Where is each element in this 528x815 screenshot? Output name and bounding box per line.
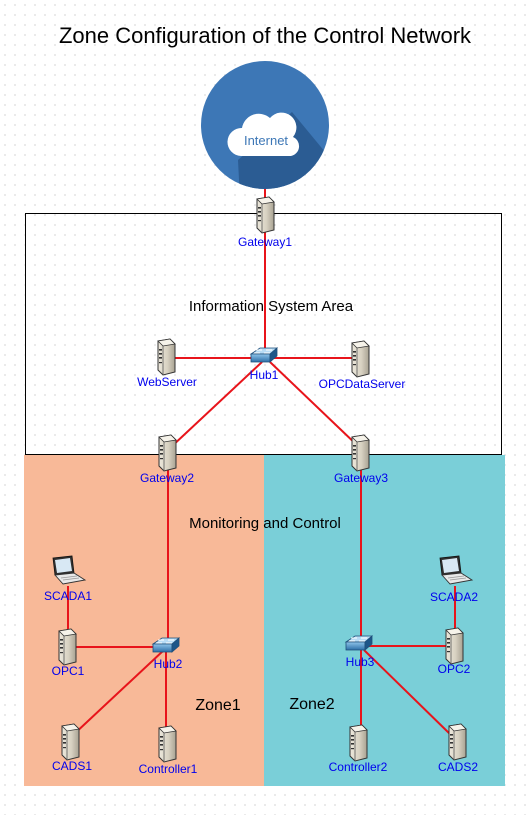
controller1-label: Controller1	[139, 762, 198, 776]
hub3-node[interactable]: Hub3	[345, 635, 375, 669]
server-icon	[58, 628, 77, 666]
links	[67, 186, 456, 737]
cloud-icon	[227, 112, 300, 156]
hub1-node[interactable]: Hub1	[250, 347, 279, 382]
gateway1-label: Gateway1	[238, 235, 292, 249]
zone1-area	[24, 455, 264, 786]
gateway2-node[interactable]: Gateway2	[140, 434, 194, 485]
cads2-node[interactable]: CADS2	[438, 723, 478, 774]
server-icon	[351, 340, 370, 378]
webserver-label: WebServer	[137, 375, 197, 389]
cads1-label: CADS1	[52, 759, 92, 773]
link-hub2-cads1	[71, 649, 165, 737]
hub2-label: Hub2	[154, 657, 183, 671]
server-icon	[158, 434, 177, 472]
opc2-node[interactable]: OPC2	[438, 627, 471, 676]
controller1-node[interactable]: Controller1	[139, 725, 198, 776]
monitoring-and-control-label: Monitoring and Control	[189, 515, 341, 532]
server-icon	[351, 434, 370, 472]
information-system-area-box	[25, 213, 502, 455]
zone1-label: Zone1	[195, 697, 240, 714]
server-icon	[61, 723, 80, 761]
scada1-label: SCADA1	[44, 589, 92, 603]
opc2-label: OPC2	[438, 662, 471, 676]
webserver-node[interactable]: WebServer	[137, 338, 197, 389]
zone2-area	[264, 455, 505, 786]
server-icon	[445, 627, 464, 665]
controller2-node[interactable]: Controller2	[329, 724, 388, 774]
internet-label: Internet	[244, 133, 288, 148]
scada1-node[interactable]: SCADA1	[44, 555, 92, 603]
cads2-label: CADS2	[438, 760, 478, 774]
hub1-label: Hub1	[250, 368, 279, 382]
switch-icon	[250, 347, 278, 363]
zone2-label: Zone2	[289, 696, 334, 713]
gateway3-label: Gateway3	[334, 471, 388, 485]
server-icon	[157, 338, 176, 376]
opcdataserver-label: OPCDataServer	[319, 377, 406, 391]
scada2-label: SCADA2	[430, 590, 478, 604]
server-icon	[158, 725, 177, 763]
cads1-node[interactable]: CADS1	[52, 723, 92, 773]
scada2-node[interactable]: SCADA2	[430, 555, 478, 604]
link-hub1-gateway2	[169, 361, 263, 449]
diagram-title: Zone Configuration of the Control Networ…	[59, 23, 472, 48]
opc1-label: OPC1	[52, 664, 85, 678]
controller2-label: Controller2	[329, 760, 388, 774]
information-system-area-label: Information System Area	[189, 298, 354, 315]
internet-node[interactable]: Internet	[201, 61, 340, 210]
hub2-node[interactable]: Hub2	[152, 637, 183, 671]
opc1-node[interactable]: OPC1	[52, 628, 85, 678]
link-hub3-cads2	[363, 649, 453, 737]
gateway2-label: Gateway2	[140, 471, 194, 485]
gateway1-node[interactable]: Gateway1	[238, 196, 292, 249]
hub3-label: Hub3	[346, 655, 375, 669]
link-hub1-gateway3	[269, 361, 361, 449]
gateway3-node[interactable]: Gateway3	[334, 434, 388, 485]
opcdataserver-node[interactable]: OPCDataServer	[319, 340, 406, 391]
server-icon	[349, 724, 368, 762]
server-icon	[256, 196, 275, 234]
server-icon	[448, 723, 467, 761]
